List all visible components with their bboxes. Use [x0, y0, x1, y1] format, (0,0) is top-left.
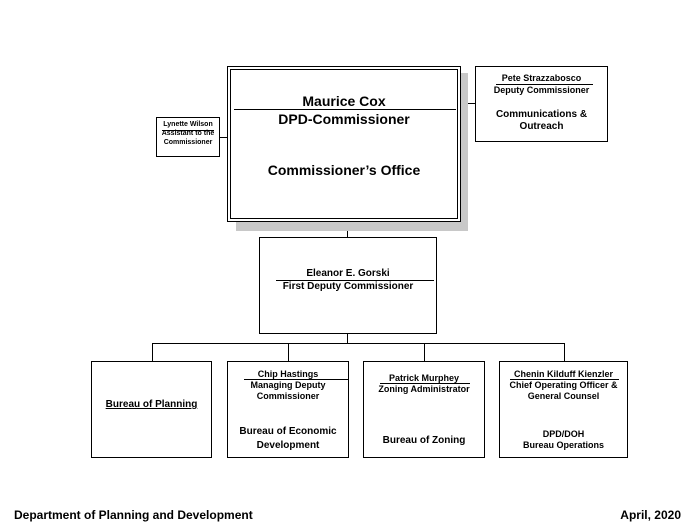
connector-bureaus-bar	[152, 343, 564, 344]
connector-first-deputy-down	[347, 333, 348, 343]
bureau-operations-unit-line2: Bureau Operations	[522, 440, 605, 450]
assistant-title-line2: Commissioner	[163, 139, 213, 146]
bureau-zoning-head-underline	[380, 383, 470, 384]
bureau-operations-head-underline	[510, 379, 619, 380]
bureau-zoning-head-title-line1: Zoning Administrator	[378, 384, 470, 394]
connector-bureau-3	[424, 343, 425, 361]
first-deputy-name: Eleanor E. Gorski	[306, 268, 390, 279]
bureau-planning-unit: Bureau of Planning	[105, 399, 198, 410]
bureau-economic-development-head-underline	[244, 379, 348, 380]
assistant-name: Lynette Wilson	[163, 121, 213, 128]
first-deputy-title: First Deputy Commissioner	[282, 281, 414, 292]
commissioner-title: DPD-Commissioner	[278, 111, 410, 127]
bureau-economic-development-unit-line2: Development	[256, 440, 320, 451]
first-deputy-box: Eleanor E. Gorski First Deputy Commissio…	[259, 237, 437, 334]
first-deputy-name-underline	[276, 280, 434, 281]
bureau-economic-development-head-title-line1: Managing Deputy	[250, 380, 326, 390]
connector-deputy-comms	[460, 103, 476, 104]
commissioner-name: Maurice Cox	[302, 93, 386, 109]
connector-bureau-2	[288, 343, 289, 361]
assistant-title-line1: Assistant to the	[161, 130, 215, 137]
deputy-comms-name: Pete Strazzabosco	[501, 73, 582, 83]
commissioner-box: Maurice Cox DPD-Commissioner Commissione…	[227, 66, 461, 222]
bureau-operations-head-name: Chenin Kilduff Kienzler	[514, 369, 613, 379]
deputy-comms-dept-line2: Outreach	[519, 121, 564, 132]
deputy-comms-box: Pete Strazzabosco Deputy Commissioner Co…	[475, 66, 608, 142]
connector-assistant	[219, 137, 229, 138]
bureau-operations-unit-line1: DPD/DOH	[542, 429, 585, 439]
assistant-box: Lynette Wilson Assistant to the Commissi…	[156, 117, 220, 157]
bureau-planning-box: Bureau of Planning	[91, 361, 212, 458]
deputy-comms-name-underline	[496, 84, 593, 85]
bureau-zoning-box: Patrick Murphey Zoning Administrator Bur…	[363, 361, 485, 458]
assistant-name-underline	[162, 130, 214, 131]
bureau-operations-head-title-line1: Chief Operating Officer &	[509, 380, 618, 390]
bureau-economic-development-box: Chip Hastings Managing Deputy Commission…	[227, 361, 349, 458]
commissioner-office: Commissioner’s Office	[267, 162, 421, 178]
footer-date: April, 2020	[620, 508, 681, 522]
bureau-economic-development-head-title-line2: Commissioner	[256, 391, 320, 401]
deputy-comms-title: Deputy Commissioner	[493, 85, 590, 95]
bureau-zoning-head-name: Patrick Murphey	[388, 373, 460, 383]
bureau-zoning-unit-line1: Bureau of Zoning	[382, 435, 466, 446]
commissioner-name-underline	[234, 109, 456, 110]
bureau-operations-head-title-line2: General Counsel	[527, 391, 600, 401]
bureau-operations-box: Chenin Kilduff Kienzler Chief Operating …	[499, 361, 628, 458]
deputy-comms-dept-line1: Communications &	[495, 109, 588, 120]
connector-bureau-4	[564, 343, 565, 361]
bureau-economic-development-unit-line1: Bureau of Economic	[239, 426, 337, 437]
connector-bureau-1	[152, 343, 153, 361]
bureau-economic-development-head-name: Chip Hastings	[257, 369, 319, 379]
footer-department: Department of Planning and Development	[14, 508, 253, 522]
